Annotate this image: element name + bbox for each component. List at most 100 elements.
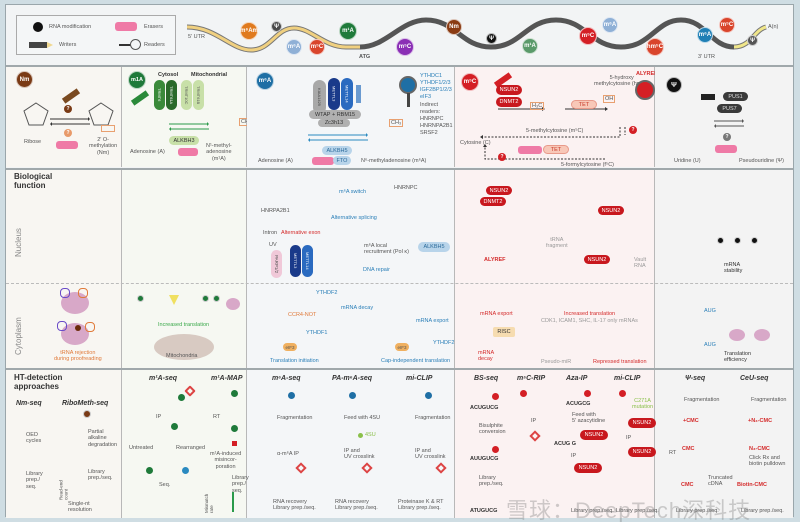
cytosine-label: Cytosine (C) [460,140,491,146]
repressed-trans-label: Repressed translation [593,359,647,365]
mark-m5c-4: m⁵C [719,17,735,33]
m5c-badge: m⁵C [461,73,479,91]
bs-seq-2: AUUGUCG [470,456,499,462]
f5c-label: 5-formylcytosine (f⁵C) [561,162,615,168]
risc-box: RISC [493,327,515,337]
psi-mark-dot-1 [717,237,724,244]
truncated-cdna-label: Truncated cDNA [708,475,733,488]
m1a-mark-dot-3 [213,295,220,302]
psi-ribosome-1 [729,329,745,341]
bisulphite-label: Bisulphite conversion [479,423,506,436]
mismatch-peak-bar [232,492,234,512]
h3c-label: H₃C [530,102,545,111]
method-bs-seq: BS-seq [474,375,499,382]
utr3-label: 3′ UTR [698,54,715,60]
mark-m6am: m⁶Am [240,22,258,40]
nm-eraser-unknown: ? [64,129,72,137]
function-title: Biological function [14,172,53,190]
m5c-export-label: mRNA export [480,311,513,317]
legend-box: RNA modification Erasers Writers Readers [16,15,176,55]
4su-dot [358,433,363,438]
intron-label: Intron [263,230,278,236]
ythdf2-label: YTHDF2 [316,290,338,296]
legend-writers: Writers [59,42,77,48]
hnrpa2b1-label: HNRPA2B1 [261,208,290,214]
mito-label: Mitochondrial [191,72,228,78]
panel-m1a-detection [122,370,247,518]
bs-lib-label: Library prep./seq. [479,475,504,488]
rbm15-label: RBM15 [336,111,356,118]
oed-cycles-label: OED cycles [26,432,42,445]
magnifier-icon [130,39,141,50]
psi-unknown: ? [723,133,731,141]
misincorporation-label: m¹A-induced misincor- poration [210,451,242,470]
m1a-mark-dot-2 [202,295,209,302]
ribosome-2 [61,323,89,345]
ip-uv-label-1: IP and UV crosslink [344,448,375,461]
translation-efficiency-label: Translation efficiency [724,351,752,364]
trna-orange-1 [78,288,88,298]
m5c-decay-label: mRNA decay [478,350,495,363]
cytosol-label: Cytosol [158,72,179,78]
m5c-reader-label: ALYREF [636,71,658,77]
vault-rna-label: Vault RNA [634,257,647,270]
method-aza-ip: Aza-IP [566,375,588,382]
row-separator-bottom [6,368,793,370]
m1a-det-dot-1 [178,394,185,401]
mark-m6a-3: m⁶A [697,27,713,43]
mark-m6a-1: m⁶A [286,39,302,55]
cap-independent-label: Cap-independent translation [381,358,451,364]
m6a-label: N⁶-methyladenosine (m⁶A) [361,158,427,164]
eraser-icon [115,22,137,31]
nucleus-cytoplasm-divider [6,283,793,284]
psi-lib-label-2: Library prep./seq. [741,508,784,514]
m1a-label: N¹-methyl- adenosine (m¹A) [206,143,232,162]
rt-label: RT [213,414,221,420]
rna-recovery-label-2: RNA recovery Library prep./seq. [335,499,378,512]
cytoplasm-label: Cytoplasm [14,317,23,355]
method-mi-clip-m5c: mi-CLIP [614,375,641,382]
nm-writer-unknown: ? [64,105,72,113]
m1a-map-lib-label: Library prep./ seq. [232,475,249,494]
method-ceu-seq: CeU-seq [740,375,769,382]
tet-enzyme-1: TET [571,100,597,109]
writer-pus7: PUS7 [717,104,742,113]
trna-orange-2 [85,322,95,332]
m1a-det-dot-3 [146,467,153,474]
m5c-reader-icon [635,80,655,100]
mark-psi-1: Ψ [271,21,282,32]
psi-rt-label: RT [669,450,677,456]
m6a-det-dot-2 [349,392,356,399]
mitochondria-icon [154,334,214,360]
method-psi-seq: Ψ-seq [685,375,706,382]
m5c-det-dot-1 [492,393,499,400]
nsun2-pill-3: NSUN2 [584,255,610,264]
indirect-readers-title: Indirect readers: [420,101,441,115]
m6a-badge: m⁶A [256,72,274,90]
m1a-eraser-icon [178,148,198,156]
writer-trmt61a: TRMT61A [166,80,177,110]
psi-lib-label-1: Library prep./seq. [676,508,719,514]
psi-equilibrium-arrows [714,119,744,128]
m5c-libseq-label-2: Library prep./seq. [616,508,659,514]
utr5-label: 5′ UTR [188,34,205,40]
gene-list-label: CDK1, ICAM1, SHC, IL-17 only mRNAs [541,318,638,324]
bs-seq-3: ATUGUCG [470,508,498,514]
mark-m5c-1: m⁵C [309,39,325,55]
m6a-det-dot-1 [288,392,295,399]
nm-mark-ribometh [83,410,91,418]
m5c-det-dot-3 [520,390,527,397]
reader-hnrnpc: HNRNPC [420,115,444,122]
panel-psi-detection [655,370,793,518]
eraser-fto: FTO [333,156,351,165]
miclip-ip-label: IP [626,435,632,441]
m5c-eraser-icon [518,146,542,154]
ip-uv-label-2: IP and UV crosslink [415,448,446,461]
mismatch-axis-label: Mismatch rate [204,493,215,513]
m5c-libseq-label-1: Library prep./seq. [571,508,614,514]
figure-frame: RNA modification Erasers Writers Readers… [5,4,794,522]
rearranged-label: Rearranged [176,445,206,451]
m6a-writer-icon [356,85,361,103]
detection-title: HT-detection approaches [14,373,63,391]
m5c-inc-trans-label: Increased translation [564,311,616,317]
